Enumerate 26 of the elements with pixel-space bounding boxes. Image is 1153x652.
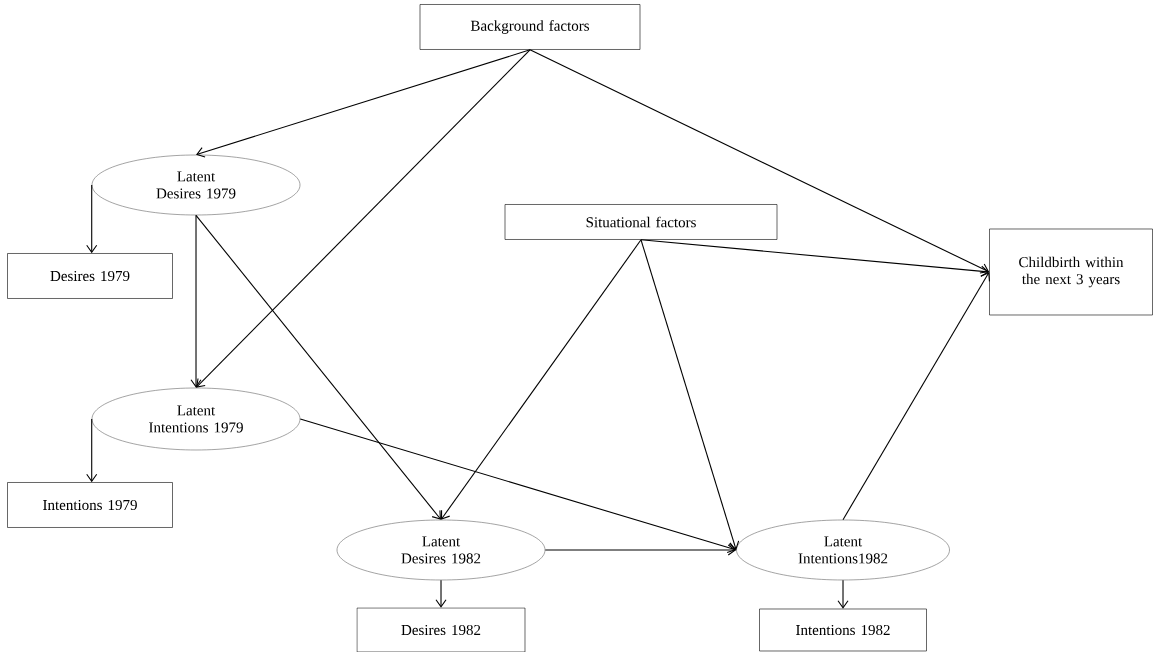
text-box: Intentions 1982 [759, 608, 927, 652]
text-box: Background factors [419, 4, 641, 50]
ellipse-node: Latent Desires 1982 [336, 519, 546, 581]
arrow [544, 544, 737, 556]
arrow [640, 239, 990, 277]
arrow [441, 239, 642, 520]
arrow [86, 418, 98, 483]
text-box: Desires 1982 [356, 607, 526, 652]
arrow [529, 49, 990, 274]
arrow [196, 49, 531, 158]
ellipse-node: Latent Desires 1979 [91, 154, 301, 216]
arrow [196, 49, 531, 388]
text-box: Desires 1979 [7, 253, 173, 299]
arrow [842, 272, 990, 521]
arrow [640, 239, 740, 550]
arrow [195, 214, 441, 520]
ellipse-node: Latent Intentions1982 [736, 519, 950, 581]
text-box: Childbirth within the next 3 years [989, 228, 1153, 316]
arrow [837, 579, 849, 609]
ellipse-node: Latent Intentions 1979 [91, 387, 301, 451]
arrow [435, 579, 447, 608]
text-box: Intentions 1979 [7, 482, 173, 528]
text-box: Situational factors [504, 204, 778, 240]
arrow [190, 214, 202, 388]
arrow [299, 418, 737, 554]
arrow [86, 184, 98, 254]
